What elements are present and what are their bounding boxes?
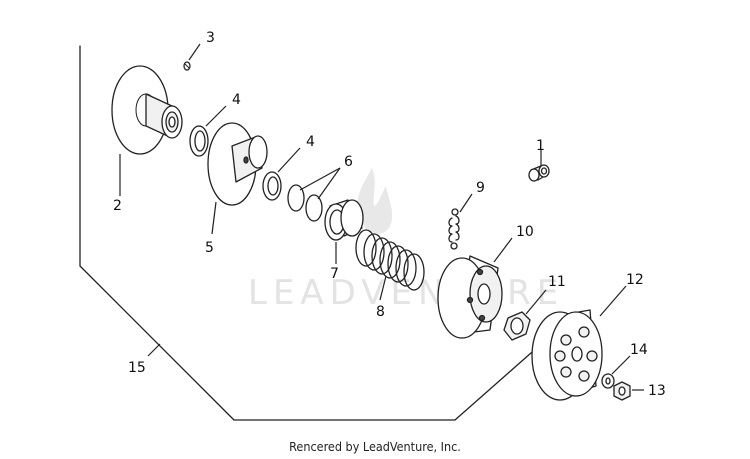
callout-12: 12	[626, 272, 644, 288]
render-credit: Rencered by LeadVenture, Inc.	[289, 439, 461, 454]
callout-8: 8	[376, 304, 385, 320]
part-1-bushing	[528, 164, 550, 182]
callout-7: 7	[330, 266, 339, 282]
part-13-flange-nut	[613, 381, 631, 401]
leader-lines	[119, 43, 644, 391]
callout-4b: 4	[306, 134, 315, 150]
part-8-spring	[355, 229, 425, 291]
callout-13: 13	[648, 383, 666, 399]
callout-1: 1	[536, 138, 545, 154]
part-7-collar	[324, 199, 364, 241]
callout-10: 10	[516, 224, 534, 240]
callout-15: 15	[128, 360, 146, 376]
callout-3: 3	[206, 30, 215, 46]
part-4-ring-a	[189, 125, 209, 157]
part-10-clutch-shoe	[437, 255, 503, 339]
part-2-fixed-face	[111, 65, 183, 155]
callout-4a: 4	[232, 92, 241, 108]
flame-logo	[357, 168, 393, 234]
assembly-bracket	[79, 45, 549, 421]
part-3-screw	[183, 61, 191, 71]
part-11-hex-nut	[503, 311, 531, 341]
callout-numbers: 1 2 3 4 4 5 6 7 8 9 10 11 12 13 14 15	[113, 30, 666, 399]
part-12-clutch-drum	[531, 309, 603, 401]
part-14-washer	[601, 373, 615, 389]
part-4-ring-b	[262, 171, 282, 201]
callout-9: 9	[476, 180, 485, 196]
part-9-tension-spring	[448, 208, 460, 250]
watermark: LEADVENTURE	[248, 168, 564, 313]
callout-6: 6	[344, 154, 353, 170]
callout-11: 11	[548, 274, 566, 290]
callout-14: 14	[630, 342, 648, 358]
part-6-o-rings	[287, 184, 323, 222]
watermark-text: LEADVENTURE	[248, 273, 564, 313]
part-5-movable-face	[207, 122, 268, 206]
callout-5: 5	[205, 240, 214, 256]
callout-2: 2	[113, 198, 122, 214]
